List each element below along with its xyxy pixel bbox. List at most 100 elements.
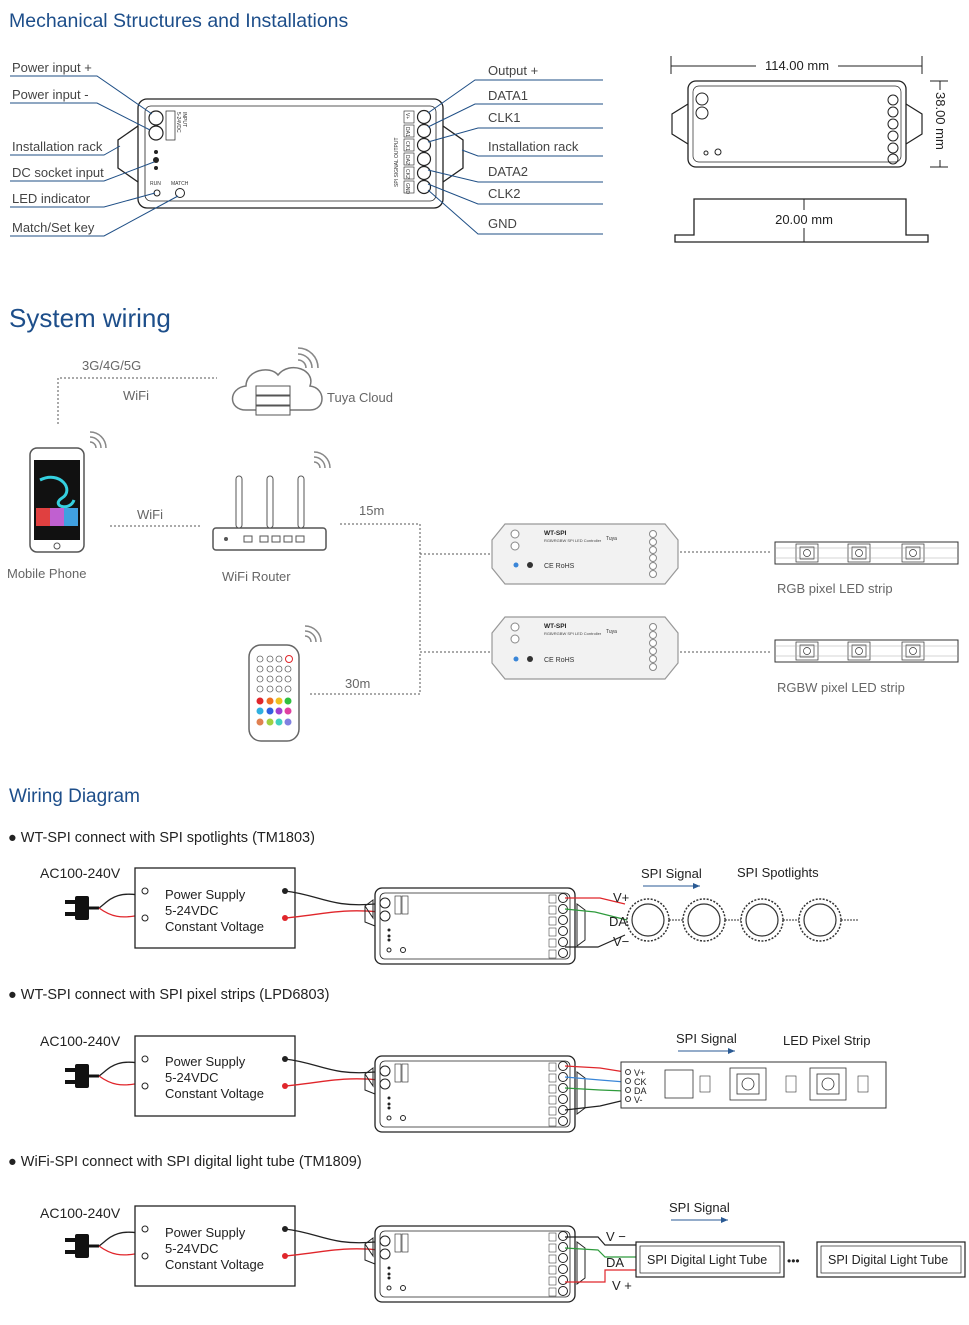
phone-label: Mobile Phone bbox=[7, 566, 87, 581]
psu-line1: Power Supply bbox=[165, 887, 246, 902]
d2-signal: SPI Signal bbox=[676, 1031, 737, 1046]
terminal-label: GND bbox=[404, 183, 410, 195]
diagram2-title: ● WT-SPI connect with SPI pixel strips (… bbox=[8, 987, 329, 1003]
psu-line2: 5-24VDC bbox=[165, 903, 218, 918]
section-title-mechanical: Mechanical Structures and Installations bbox=[9, 10, 349, 32]
psu-line3: Constant Voltage bbox=[165, 919, 264, 934]
tube-ellipsis: ••• bbox=[787, 1254, 800, 1268]
label-power-plus: Power input + bbox=[12, 60, 92, 75]
d3-vminus: V − bbox=[606, 1229, 626, 1244]
d1-da: DA bbox=[609, 914, 627, 929]
d3-da: DA bbox=[606, 1255, 624, 1270]
label-gnd: GND bbox=[488, 216, 517, 231]
phone-icon bbox=[29, 431, 107, 553]
label-match-key: Match/Set key bbox=[12, 220, 95, 235]
ctrl-desc: RGB/RGBW SPI LED Controller bbox=[544, 538, 602, 543]
psu-line2: 5-24VDC bbox=[165, 1070, 218, 1085]
spotlights bbox=[626, 898, 858, 942]
rgb-strip-label: RGB pixel LED strip bbox=[777, 581, 893, 596]
label-data1: DATA1 bbox=[488, 88, 528, 103]
label-data2: DATA2 bbox=[488, 164, 528, 179]
label-power-minus: Power input - bbox=[12, 87, 89, 102]
d1-target: SPI Spotlights bbox=[737, 865, 819, 880]
diagram1-title: ● WT-SPI connect with SPI spotlights (TM… bbox=[8, 830, 315, 846]
ac-label: AC100-240V bbox=[40, 1033, 121, 1049]
signal-links bbox=[310, 523, 770, 695]
ctrl-desc: RGB/RGBW SPI LED Controller bbox=[544, 631, 602, 636]
label-output-plus: Output + bbox=[488, 63, 538, 78]
network-label: 3G/4G/5G bbox=[82, 358, 141, 373]
dimension-top-view: 114.00 mm 38.00 mm bbox=[670, 56, 948, 168]
psu-line1: Power Supply bbox=[165, 1054, 246, 1069]
light-tube-2: SPI Digital Light Tube bbox=[816, 1241, 966, 1278]
d1-vplus: V+ bbox=[613, 890, 629, 905]
dimension-width: 38.00 mm bbox=[933, 92, 948, 150]
ac-label: AC100-240V bbox=[40, 1205, 121, 1221]
psu-line1: Power Supply bbox=[165, 1225, 246, 1240]
ctrl-model: WT-SPI bbox=[544, 530, 567, 537]
right-callout-lines bbox=[427, 79, 603, 235]
label-clk1: CLK1 bbox=[488, 110, 521, 125]
label-led-indicator: LED indicator bbox=[12, 191, 91, 206]
remote-icon bbox=[248, 625, 322, 742]
router-icon bbox=[212, 451, 331, 551]
tube-label: SPI Digital Light Tube bbox=[647, 1253, 767, 1267]
rgb-strip bbox=[774, 541, 959, 565]
psu-line3: Constant Voltage bbox=[165, 1086, 264, 1101]
terminal-label: DA2 bbox=[404, 155, 410, 165]
phone-cloud-link bbox=[57, 377, 217, 424]
ctrl-marks: CE RoHS bbox=[544, 563, 575, 570]
section-title-wiring: Wiring Diagram bbox=[9, 786, 140, 807]
d1-signal: SPI Signal bbox=[641, 866, 702, 881]
terminal-label: CK2 bbox=[404, 169, 410, 179]
rgbw-strip-label: RGBW pixel LED strip bbox=[777, 680, 905, 695]
left-callout-lines bbox=[10, 75, 179, 237]
wifi-top-label: WiFi bbox=[123, 388, 149, 403]
wifi-mid-label: WiFi bbox=[137, 507, 163, 522]
d2-target: LED Pixel Strip bbox=[783, 1033, 870, 1048]
distance-30m: 30m bbox=[345, 676, 370, 691]
d3-vplus: V + bbox=[612, 1278, 632, 1293]
pin-label: CK bbox=[634, 1077, 647, 1087]
label-dc-socket: DC socket input bbox=[12, 165, 104, 180]
psu-line3: Constant Voltage bbox=[165, 1257, 264, 1272]
pin-label: DA bbox=[634, 1086, 647, 1096]
terminal-label: DA1 bbox=[404, 127, 410, 137]
cloud-label: Tuya Cloud bbox=[327, 390, 393, 405]
pixel-strip: V+ CK DA V- bbox=[620, 1061, 887, 1109]
ctrl-model: WT-SPI bbox=[544, 623, 567, 630]
terminal-label: CK1 bbox=[404, 141, 410, 151]
ctrl-marks: CE RoHS bbox=[544, 657, 575, 664]
dimension-side-view: 20.00 mm bbox=[674, 198, 929, 243]
label-installation-rack-right: Installation rack bbox=[488, 139, 579, 154]
controller-drawing: RUN MATCH INPUT 5-24VDC SPI SIGNAL OUTPU… bbox=[117, 98, 464, 209]
dimension-height: 20.00 mm bbox=[775, 212, 833, 227]
ac-label: AC100-240V bbox=[40, 865, 121, 881]
tube-label: SPI Digital Light Tube bbox=[828, 1253, 948, 1267]
controller-rgb: WT-SPI RGB/RGBW SPI LED Controller Tuya … bbox=[491, 523, 679, 585]
psu-line2: 5-24VDC bbox=[165, 1241, 218, 1256]
d1-vminus: V− bbox=[613, 934, 629, 949]
cloud-icon bbox=[231, 347, 323, 416]
section-title-system: System wiring bbox=[9, 303, 171, 333]
match-label: MATCH bbox=[171, 181, 189, 187]
ctrl-brand: Tuya bbox=[606, 536, 617, 542]
rgbw-strip bbox=[774, 639, 959, 663]
router-label: WiFi Router bbox=[222, 569, 291, 584]
ctrl-brand: Tuya bbox=[606, 629, 617, 635]
pin-label: V- bbox=[634, 1095, 643, 1105]
diagram3-title: ● WiFi-SPI connect with SPI digital ligh… bbox=[8, 1154, 362, 1170]
pin-label: V+ bbox=[634, 1068, 645, 1078]
controller-rgbw: WT-SPI RGB/RGBW SPI LED Controller Tuya … bbox=[491, 616, 679, 680]
dimension-length: 114.00 mm bbox=[765, 58, 829, 73]
label-installation-rack-left: Installation rack bbox=[12, 139, 103, 154]
input-label: INPUT bbox=[181, 112, 187, 127]
spi-output-label: SPI SIGNAL OUTPUT bbox=[394, 137, 400, 187]
terminal-label: V+ bbox=[404, 113, 410, 119]
distance-15m: 15m bbox=[359, 503, 384, 518]
run-label: RUN bbox=[150, 181, 161, 187]
voltage-label: 5-24VDC bbox=[175, 112, 181, 133]
d3-signal: SPI Signal bbox=[669, 1200, 730, 1215]
light-tube-1: SPI Digital Light Tube bbox=[635, 1241, 785, 1278]
